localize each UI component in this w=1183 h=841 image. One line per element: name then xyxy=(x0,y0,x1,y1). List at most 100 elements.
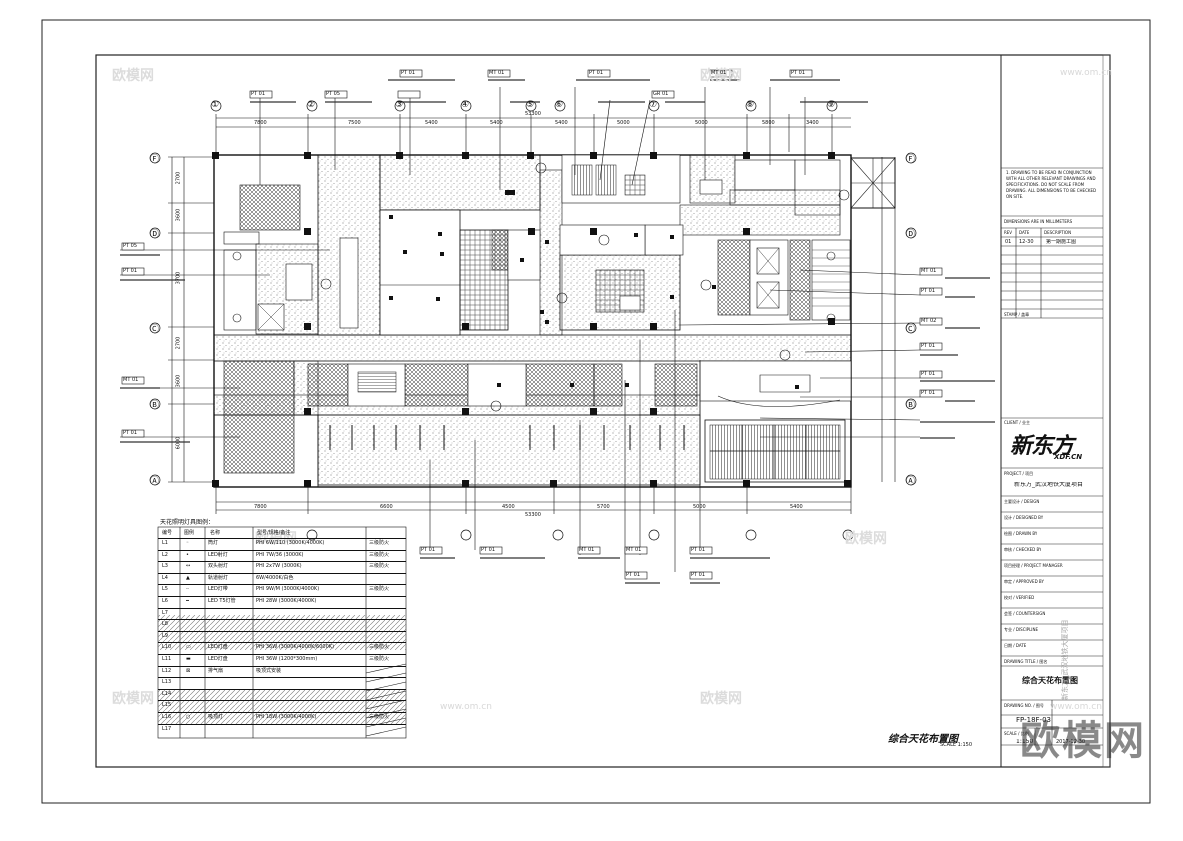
dim-side-4: 2700 xyxy=(175,336,182,350)
legend-spec: PHI 28W (3000K/4000K) xyxy=(256,598,317,604)
tag-pt01-j: PT 01 xyxy=(921,390,936,396)
tag-pt01-m: PT 01 xyxy=(626,572,641,578)
legend-header-name: 名称 xyxy=(210,530,221,536)
legend-spec: 吸顶式安装 xyxy=(256,667,282,674)
grid-label-9: ⑨ xyxy=(827,100,836,110)
tag-pt05-b: PT 05 xyxy=(123,243,138,249)
svg-text:欧模网: 欧模网 xyxy=(112,690,154,707)
tb-role-4: 审核 / CHECKED BY xyxy=(1004,547,1042,552)
tag-mt01-f: MT 01 xyxy=(626,547,642,553)
legend-symbol-icon: ━ xyxy=(186,598,190,604)
tag-mt02: MT 02 xyxy=(921,318,937,324)
legend-note: 三级防火 xyxy=(369,644,390,651)
legend-row xyxy=(158,572,406,574)
legend-code: L17 xyxy=(162,725,172,732)
legend-symbol-icon: ⊠ xyxy=(186,667,191,674)
legend-note: 三级防火 xyxy=(369,540,390,546)
outer-border xyxy=(41,19,1151,804)
logo-sub: XDF.CN xyxy=(1054,453,1083,461)
tag-pt01-d: PT 01 xyxy=(791,70,806,76)
tb-role-1: 主要设计 / DESIGN xyxy=(1004,499,1040,504)
grid-label-1: ① xyxy=(211,100,220,110)
legend-code: L7 xyxy=(162,609,168,616)
tb-rev-number: 01 xyxy=(1005,239,1012,245)
svg-text:欧模网: 欧模网 xyxy=(700,67,742,84)
tb-drawing-no: FP-18F-03 xyxy=(1016,716,1051,724)
watermark-big: 欧模网 xyxy=(1020,718,1146,764)
tb-date: 2017-12-30 xyxy=(1056,739,1086,745)
tb-role-9: 专业 / DISCIPLINE xyxy=(1004,627,1039,632)
legend-symbol-icon: ▲ xyxy=(186,574,190,581)
grid-label-3: ③ xyxy=(395,100,404,110)
grid-label-c: Ⓒ xyxy=(150,325,160,335)
legend-row xyxy=(158,584,406,586)
tag-pt01-l: PT 01 xyxy=(481,547,496,553)
tag-pt01-h: PT 01 xyxy=(921,343,936,349)
legend-spec: PHI 6W/110 (3000K/4000K) xyxy=(256,540,325,546)
legend-name: 双头射灯 xyxy=(208,563,229,570)
watermark-url-2: www.om.cn xyxy=(440,702,492,712)
legend-header-code: 编号 xyxy=(162,530,173,536)
tag-pt01-i: PT 01 xyxy=(921,371,936,377)
tag-pt01-g: PT 01 xyxy=(921,288,936,294)
tag-mt01-b: MT 01 xyxy=(711,70,727,76)
legend-row xyxy=(158,677,406,679)
legend-row xyxy=(158,700,406,702)
tb-stamp-label: STAMP / 盖章 xyxy=(1004,312,1030,317)
legend-row xyxy=(158,630,406,632)
legend-symbol-icon: • xyxy=(186,551,189,558)
legend-spec: 6W/4000K/白色 xyxy=(256,574,294,581)
dim-top-7: 5000 xyxy=(695,120,708,126)
svg-text:欧模网: 欧模网 xyxy=(845,530,887,547)
legend-row xyxy=(158,688,406,690)
dim-bottom-5: 5000 xyxy=(693,504,706,510)
legend-spec: PHI 18W (3000K/4000K) xyxy=(256,714,317,720)
tag-mt01-c: MT 01 xyxy=(123,377,139,383)
dim-top-2: 7500 xyxy=(348,120,361,126)
legend-row xyxy=(158,642,406,644)
drawing-scale: SCALE 1:150 xyxy=(940,742,973,748)
tb-dims-unit: DIMENSIONS ARE IN MILLIMETERS xyxy=(1004,219,1073,224)
legend-row xyxy=(158,549,406,551)
tb-rev-desc: 第一期施工图 xyxy=(1046,239,1077,245)
legend-code: L8 xyxy=(162,621,168,628)
legend-code: L16 xyxy=(162,714,172,720)
legend-note: 三级防火 xyxy=(369,656,390,662)
dim-side-6: 6000 xyxy=(175,436,182,450)
legend-code: L1 xyxy=(162,540,168,546)
legend-row xyxy=(158,538,406,539)
drawing-title: 综合天花布置图 xyxy=(888,734,958,745)
tb-rev-header-rev: REV xyxy=(1004,230,1013,235)
grid-label-d: Ⓓ xyxy=(150,230,160,240)
legend-header-spec: 型号/规格/备注 xyxy=(257,530,291,536)
tb-drawing-title: 综合天花布置图 xyxy=(1022,676,1078,685)
legend-code: L10 xyxy=(162,644,172,651)
legend-symbol-icon: ▭ xyxy=(186,644,191,651)
tag-pt01-n: PT 01 xyxy=(691,547,706,553)
tb-project-label: PROJECT / 项目 xyxy=(1004,471,1034,476)
dim-top-4: 5400 xyxy=(490,120,503,126)
legend-row xyxy=(158,596,406,597)
tb-client-label: CLIENT / 业主 xyxy=(1004,420,1031,425)
tb-notes: 1. DRAWING TO BE READ IN CONJUNCTION WIT… xyxy=(1006,170,1097,199)
dim-bottom-1: 7800 xyxy=(254,504,267,510)
legend-code: L5 xyxy=(162,586,168,593)
legend-title: 天花照明灯具图例： xyxy=(160,519,215,526)
legend-spec: PHI 36W (3000K/4000K/6000K) xyxy=(256,644,335,651)
tag-pt01-e: PT 01 xyxy=(123,268,138,274)
grid-label-8: ⑧ xyxy=(746,100,755,110)
grid-label-2: ② xyxy=(307,100,316,110)
tb-role-8: 会签 / COUNTERSIGN xyxy=(1004,611,1046,616)
legend-code: L4 xyxy=(162,574,168,581)
tb-role-7: 校对 / VERIFIED xyxy=(1004,595,1035,600)
legend-row xyxy=(158,561,406,563)
legend-symbol-icon: ▬ xyxy=(186,656,191,662)
legend-symbol-icon: ↔ xyxy=(186,563,191,570)
tag-mt01-d: MT 01 xyxy=(921,268,937,274)
dim-top-9: 3400 xyxy=(806,120,819,126)
grid-label-b: Ⓑ xyxy=(150,401,160,411)
tb-scale: 1:150 xyxy=(1016,739,1034,745)
client-logo: 新东方 XDF.CN xyxy=(1010,428,1100,466)
legend-name: 轨道射灯 xyxy=(208,574,229,581)
